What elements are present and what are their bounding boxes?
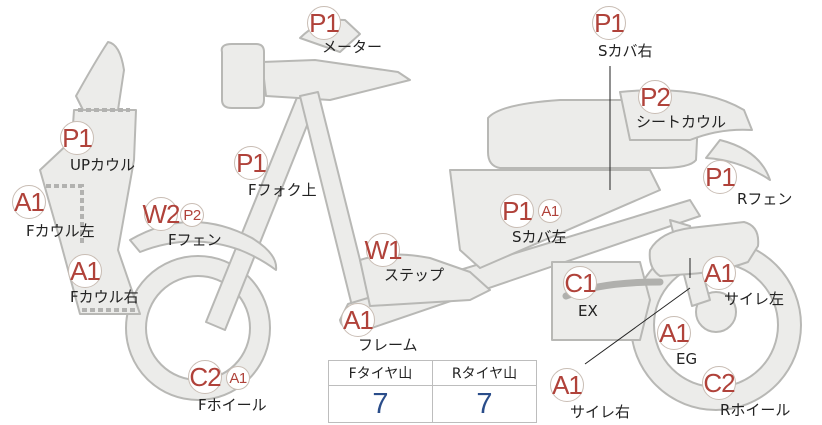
part-label-f-wheel: Fホイール bbox=[198, 396, 267, 414]
grade-badge-small: A1 bbox=[538, 199, 562, 223]
frame-front-shape bbox=[299, 91, 371, 307]
part-label-silencer-left: サイレ左 bbox=[724, 290, 785, 308]
part-label-r-wheel: Rホイール bbox=[720, 401, 791, 419]
part-label-f-cowl-right: Fカウル右 bbox=[70, 288, 139, 306]
rear-tire-value: 7 bbox=[432, 385, 537, 423]
label-f-fork-upper: P1 bbox=[234, 146, 268, 180]
part-label-f-fender: Fフェン bbox=[168, 231, 222, 249]
label-frame: A1 bbox=[341, 303, 375, 337]
label-s-cover-left: P1 A1 bbox=[500, 194, 562, 228]
up-cowl-shape bbox=[75, 41, 125, 113]
label-s-cover-right: P1 bbox=[592, 6, 626, 40]
grade-badge: W2 bbox=[142, 197, 181, 231]
label-up-cowl: P1 bbox=[60, 121, 94, 155]
part-label-up-cowl: UPカウル bbox=[70, 156, 136, 174]
grade-badge: W1 bbox=[364, 233, 403, 267]
part-label-f-cowl-left: Fカウル左 bbox=[26, 222, 95, 240]
grade-badge: P1 bbox=[703, 160, 737, 194]
label-meter: P1 bbox=[307, 6, 341, 40]
grade-badge: P1 bbox=[500, 194, 534, 228]
front-tire-value: 7 bbox=[328, 385, 433, 423]
part-label-eg: EG bbox=[676, 350, 698, 368]
part-label-silencer-right: サイレ右 bbox=[570, 403, 631, 421]
rear-tire-header: Rタイヤ山 bbox=[432, 360, 537, 386]
part-label-f-fork-upper: Fフォク上 bbox=[248, 181, 317, 199]
label-f-cowl-left: A1 bbox=[12, 185, 46, 219]
part-label-step: ステップ bbox=[384, 266, 445, 284]
grade-badge: P1 bbox=[592, 6, 626, 40]
grade-badge: A1 bbox=[657, 316, 691, 350]
part-label-frame: フレーム bbox=[358, 336, 418, 354]
label-r-wheel: C2 bbox=[702, 366, 736, 400]
tire-tread-table: Fタイヤ山 Rタイヤ山 7 7 bbox=[328, 360, 537, 423]
part-label-seat-cowl: シートカウル bbox=[636, 113, 727, 131]
label-eg: A1 bbox=[657, 316, 691, 350]
label-f-cowl-right: A1 bbox=[68, 254, 102, 288]
part-label-s-cover-left: Sカバ左 bbox=[512, 228, 567, 246]
label-ex: C1 bbox=[563, 266, 597, 300]
grade-badge: A1 bbox=[68, 254, 102, 288]
grade-badge-small: P2 bbox=[180, 203, 204, 227]
part-label-meter: メーター bbox=[322, 38, 383, 56]
part-label-r-fender: Rフェン bbox=[737, 190, 793, 208]
label-r-fender: P1 bbox=[703, 160, 737, 194]
grade-badge: C2 bbox=[188, 360, 222, 394]
grade-badge: P1 bbox=[234, 146, 268, 180]
label-f-fender: W2 P2 bbox=[142, 197, 204, 231]
grade-badge: A1 bbox=[550, 368, 584, 402]
front-cowl-shape bbox=[39, 109, 141, 315]
label-seat-cowl: P2 bbox=[638, 80, 672, 114]
grade-badge-small: A1 bbox=[226, 366, 250, 390]
label-f-wheel: C2 A1 bbox=[188, 360, 250, 394]
grade-badge: P2 bbox=[638, 80, 672, 114]
label-silencer-left: A1 bbox=[702, 256, 736, 290]
grade-badge: C2 bbox=[702, 366, 736, 400]
grade-badge: A1 bbox=[12, 185, 46, 219]
grade-badge: A1 bbox=[341, 303, 375, 337]
grade-badge: C1 bbox=[563, 266, 597, 300]
front-tire-header: Fタイヤ山 bbox=[328, 360, 433, 386]
handle-shape bbox=[261, 59, 411, 101]
label-step: W1 bbox=[364, 233, 403, 267]
part-label-s-cover-right: Sカバ右 bbox=[598, 42, 653, 60]
part-label-ex: EX bbox=[578, 302, 598, 320]
headlight-shape bbox=[220, 43, 265, 109]
grade-badge: P1 bbox=[307, 6, 341, 40]
grade-badge: A1 bbox=[702, 256, 736, 290]
grade-badge: P1 bbox=[60, 121, 94, 155]
label-silencer-right: A1 bbox=[550, 368, 584, 402]
rear-fender-shape bbox=[705, 139, 771, 181]
